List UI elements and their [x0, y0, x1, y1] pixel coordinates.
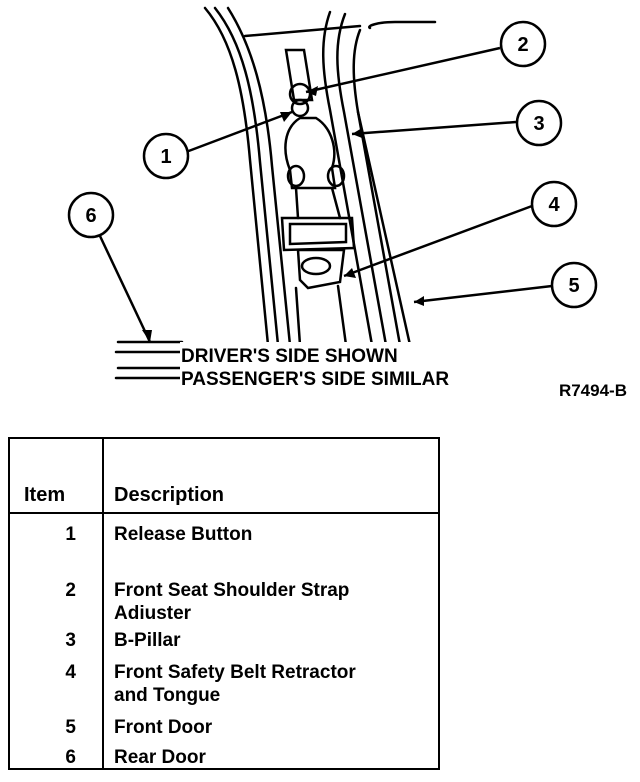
adjuster-knob — [288, 82, 312, 106]
belt-webbing-left — [294, 186, 300, 220]
seat-belt-diagram: 1 2 3 4 5 6 DRIVER'S SIDE SHOWN PASSENGE… — [67, 6, 627, 400]
callout-label-4: 4 — [548, 194, 560, 216]
item-description: Front Door — [114, 717, 213, 738]
callout-label-5: 5 — [568, 275, 579, 297]
item-description: Front Seat Shoulder Strap Adiuster — [114, 580, 350, 624]
callout-label-2: 2 — [517, 34, 528, 56]
leader-5 — [413, 284, 553, 304]
legend-header-divider — [10, 512, 438, 514]
door-edge-4 — [367, 20, 437, 30]
door-frame-top — [243, 24, 362, 38]
legend-column-divider — [102, 439, 104, 768]
caption-line-1: DRIVER'S SIDE SHOWN — [181, 346, 398, 367]
door-edge-1 — [321, 10, 374, 347]
item-description: Front Safety Belt Retractor and Tongue — [114, 662, 356, 706]
item-description: Release Button — [114, 524, 253, 545]
item-description: B-Pillar — [114, 630, 181, 651]
legend-header-item: Item — [24, 484, 66, 506]
item-number: 1 — [65, 524, 76, 545]
leader-2 — [305, 46, 501, 94]
pillar-outline-left-outer — [203, 6, 270, 347]
legend-table: Item Description 1 Release Button 2 Fron… — [8, 437, 440, 770]
callout-circle-2 — [499, 20, 547, 68]
belt-webbing-right — [330, 186, 342, 220]
release-button-housing — [284, 116, 337, 190]
door-edge-2 — [336, 12, 388, 347]
item-number: 6 — [65, 747, 76, 768]
callout-circle-6 — [67, 191, 115, 239]
callout-label-1: 1 — [160, 146, 171, 168]
item-number: 2 — [65, 580, 76, 601]
item-number: 4 — [65, 662, 76, 683]
adjuster-rail — [284, 48, 314, 102]
item-number: 3 — [65, 630, 76, 651]
callout-circle-1 — [142, 132, 190, 180]
callout-label-6: 6 — [85, 205, 96, 227]
callout-circle-5 — [550, 261, 598, 309]
caption-line-2: PASSENGER'S SIDE SIMILAR — [181, 369, 449, 390]
leader-6 — [98, 235, 152, 343]
item-description: Rear Door — [114, 747, 206, 768]
belt-tongue — [280, 216, 356, 252]
leader-4 — [343, 204, 533, 278]
legend-header-description: Description — [114, 484, 225, 506]
pillar-outline-left-mid — [213, 6, 280, 347]
leader-3 — [351, 120, 517, 136]
item-number: 5 — [65, 717, 76, 738]
door-edge-3 — [352, 28, 402, 347]
callout-circle-3 — [515, 99, 563, 147]
door-edge-5 — [356, 110, 412, 347]
callout-circle-4 — [530, 180, 578, 228]
pillar-outline-left-inner — [226, 6, 292, 347]
leader-1 — [185, 110, 293, 154]
figure-id: R7494-B — [559, 381, 627, 400]
callout-label-3: 3 — [533, 113, 544, 135]
